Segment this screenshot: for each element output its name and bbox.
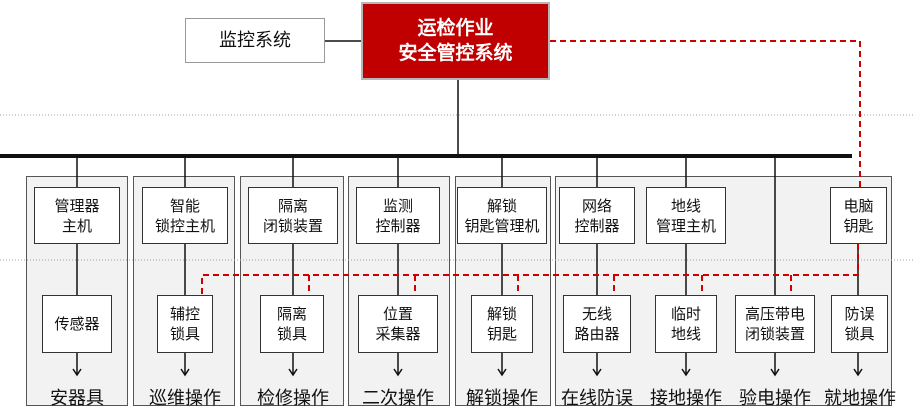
ground-wire-host-box: 地线 管理主机 bbox=[646, 187, 726, 244]
sensor-box: 传感器 bbox=[42, 295, 112, 353]
connection-lines bbox=[0, 40, 913, 377]
isolation-lock-box: 隔离 锁具 bbox=[260, 295, 324, 353]
label-secondary-operation: 二次操作 bbox=[362, 388, 434, 409]
monitoring-controller-box: 监测 控制器 bbox=[356, 187, 440, 244]
aux-lock-box: 辅控 锁具 bbox=[157, 295, 213, 353]
computer-key-box: 电脑 钥匙 bbox=[830, 187, 887, 244]
label-safety-tools: 安器具 bbox=[50, 388, 104, 409]
anti-misoperation-lock-box: 防误 锁具 bbox=[831, 295, 888, 353]
hv-live-lock-box: 高压带电 闭锁装置 bbox=[735, 295, 815, 353]
label-local-operation: 就地操作 bbox=[824, 388, 896, 409]
smart-lock-host-box: 智能 锁控主机 bbox=[142, 187, 228, 244]
key-manager-box: 解锁 钥匙管理机 bbox=[457, 187, 547, 244]
unlock-key-box: 解锁 钥匙 bbox=[471, 295, 533, 353]
network-controller-box: 网络 控制器 bbox=[559, 187, 635, 244]
main-system-box: 运检作业 安全管控系统 bbox=[361, 2, 550, 80]
label-maintenance-operation: 检修操作 bbox=[257, 388, 329, 409]
dashed-link-group bbox=[201, 40, 861, 295]
temporary-ground-box: 临时 地线 bbox=[655, 295, 717, 353]
wireless-router-box: 无线 路由器 bbox=[563, 295, 631, 353]
label-online-anti-misoperation: 在线防误 bbox=[561, 388, 633, 409]
label-grounding-operation: 接地操作 bbox=[650, 388, 722, 409]
isolation-lock-device-box: 隔离 闭锁装置 bbox=[248, 187, 338, 244]
manager-host-box: 管理器 主机 bbox=[34, 187, 120, 244]
label-unlock-operation: 解锁操作 bbox=[466, 388, 538, 409]
monitor-system-box: 监控系统 bbox=[185, 18, 325, 63]
label-patrol-operation: 巡维操作 bbox=[149, 388, 221, 409]
position-collector-box: 位置 采集器 bbox=[358, 295, 438, 353]
label-voltage-test-operation: 验电操作 bbox=[739, 388, 811, 409]
